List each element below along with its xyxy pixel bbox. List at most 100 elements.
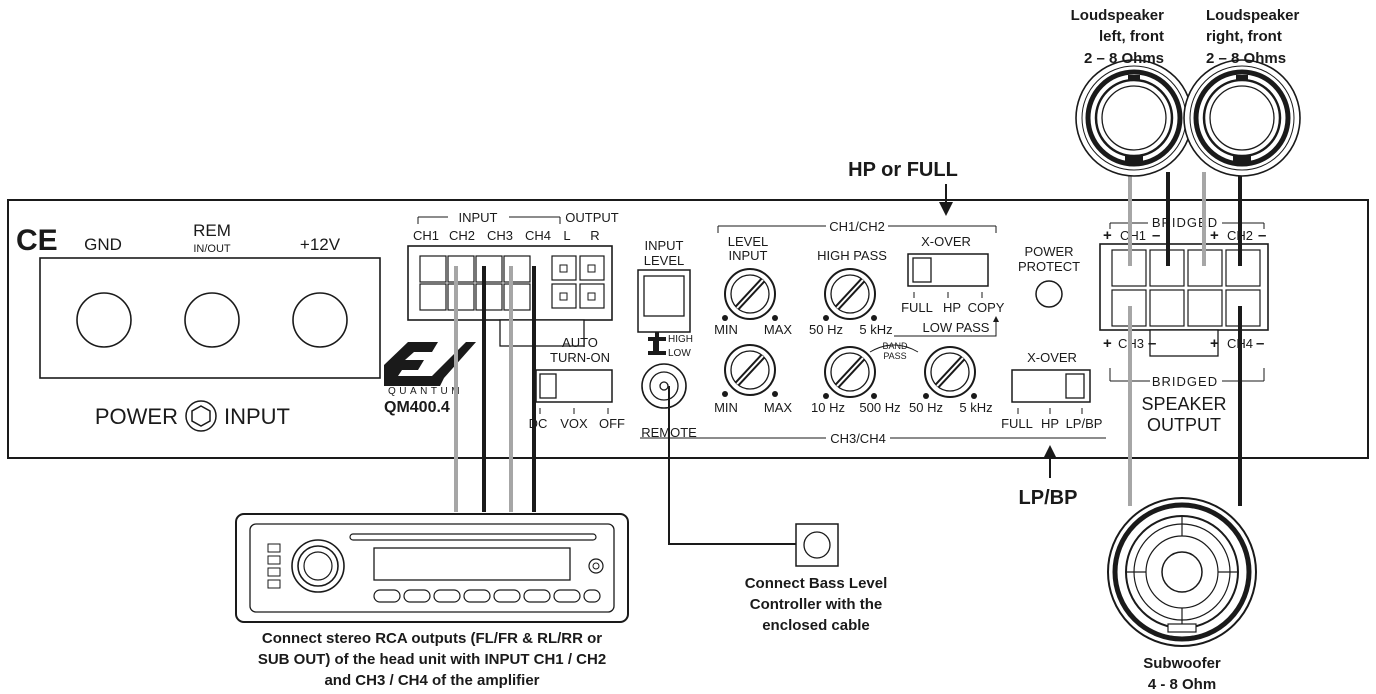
low-pass-min: 50 Hz <box>909 400 943 415</box>
speaker-output-line1: SPEAKER <box>1141 394 1226 414</box>
loudspeaker-right-caption: Loudspeaker right, front 2 – 8 Ohms <box>1206 7 1300 67</box>
gnd-label: GND <box>84 235 122 254</box>
rem-label: REM <box>193 221 231 240</box>
rem-terminal[interactable] <box>184 292 240 348</box>
spk-ch1-plus: + <box>1103 227 1112 244</box>
svg-text:left, front: left, front <box>1099 28 1164 45</box>
input-level-line2: LEVEL <box>644 253 684 268</box>
svg-text:Connect Bass Level: Connect Bass Level <box>745 575 888 592</box>
spk-ch2-plus: + <box>1210 227 1219 244</box>
spk-ch3-plus: + <box>1103 335 1112 352</box>
power-label: POWER <box>95 404 178 429</box>
subwoofer-caption: Subwoofer 4 - 8 Ohm <box>1143 655 1221 693</box>
rem-sub-label: IN/OUT <box>193 243 231 255</box>
bass-level-controller-icon <box>795 523 839 567</box>
auto-turn-on-switch[interactable] <box>535 369 613 403</box>
level-input-knob-ch34[interactable] <box>724 344 776 396</box>
svg-text:right, front: right, front <box>1206 28 1282 45</box>
logo-model: QM400.4 <box>384 399 450 416</box>
svg-text:Loudspeaker: Loudspeaker <box>1206 7 1300 24</box>
remote-cable <box>668 386 796 545</box>
level-input-knob-ch12[interactable] <box>724 268 776 320</box>
svg-text:and CH3 / CH4 of the amplifier: and CH3 / CH4 of the amplifier <box>324 672 539 689</box>
xover-ch34-switch[interactable] <box>1011 369 1091 403</box>
plus12v-terminal[interactable] <box>292 292 348 348</box>
high-level-icon <box>648 332 666 341</box>
low-pass-max: 5 kHz <box>959 400 992 415</box>
lp-bp-callout: LP/BP <box>1019 487 1078 509</box>
high-pass-knob[interactable] <box>824 268 876 320</box>
plus12v-label: +12V <box>300 235 341 254</box>
turn-on-label: TURN-ON <box>550 350 610 365</box>
subwoofer-icon <box>1107 497 1257 647</box>
ch12-group-label: CH1/CH2 <box>829 219 885 234</box>
rca-cables <box>454 266 536 512</box>
rca-r-label: R <box>590 228 599 243</box>
auto-label: AUTO <box>562 335 598 350</box>
xover2-hp: HP <box>1041 416 1059 431</box>
esx-logo-icon <box>384 342 476 386</box>
hp-or-full-callout: HP or FULL <box>848 159 958 181</box>
low-label: LOW <box>668 348 691 359</box>
low-pass-knob[interactable] <box>924 346 976 398</box>
xover2-full: FULL <box>1001 416 1033 431</box>
auto-dc-label: DC <box>529 416 548 431</box>
rca-ch3-label: CH3 <box>487 228 513 243</box>
bridged-top-label: BRIDGED <box>1152 215 1218 230</box>
gnd-terminal[interactable] <box>76 292 132 348</box>
rca-ch4-label: CH4 <box>525 228 551 243</box>
input-level-line1: INPUT <box>645 238 684 253</box>
xover1-full: FULL <box>901 300 933 315</box>
power-protect-line1: POWER <box>1024 244 1073 259</box>
copy-bracket <box>894 320 997 337</box>
rca-ch2-label: CH2 <box>449 228 475 243</box>
high-pass-min: 50 Hz <box>809 322 843 337</box>
xover1-hp: HP <box>943 300 961 315</box>
level-input2-min: MIN <box>714 400 738 415</box>
level-input-max: MAX <box>764 322 793 337</box>
remote-jack[interactable] <box>641 363 687 409</box>
bass-controller-caption: Connect Bass Level Controller with the e… <box>745 575 888 634</box>
xover1-copy: COPY <box>968 300 1005 315</box>
xover2-label: X-OVER <box>1027 350 1077 365</box>
rca-input-label: INPUT <box>459 210 498 225</box>
svg-text:2 – 8 Ohms: 2 – 8 Ohms <box>1206 50 1286 67</box>
logo-brand: QUANTUM <box>388 386 463 397</box>
high-pass-label: HIGH PASS <box>817 248 887 263</box>
band-pass-min: 10 Hz <box>811 400 845 415</box>
xover-ch12-switch[interactable] <box>907 253 989 287</box>
auto-off-label: OFF <box>599 416 625 431</box>
low-level-icon <box>648 341 666 355</box>
svg-text:enclosed cable: enclosed cable <box>762 617 870 634</box>
arrow-up-icon <box>1043 445 1057 478</box>
input-level-switch[interactable] <box>637 269 691 333</box>
band-pass-knob[interactable] <box>824 346 876 398</box>
head-unit-icon <box>235 513 629 623</box>
high-label: HIGH <box>668 334 693 345</box>
rca-output-label: OUTPUT <box>565 210 619 225</box>
power-protect-line2: PROTECT <box>1018 259 1080 274</box>
loudspeaker-left-caption: Loudspeaker left, front 2 – 8 Ohms <box>1071 7 1165 67</box>
svg-text:Controller with the: Controller with the <box>750 596 883 613</box>
xover2-lpbp: LP/BP <box>1066 416 1103 431</box>
speaker-output-line2: OUTPUT <box>1147 415 1221 435</box>
svg-text:Connect stereo RCA outputs (FL: Connect stereo RCA outputs (FL/FR & RL/R… <box>262 630 602 647</box>
level-input2-max: MAX <box>764 400 793 415</box>
level-input-line2: INPUT <box>729 248 768 263</box>
speaker-cables <box>1128 172 1242 506</box>
spk-ch1-label: CH1 <box>1120 228 1146 243</box>
loudspeaker-right-icon <box>1183 59 1301 177</box>
band-pass-line1: BAND <box>882 341 908 351</box>
power-protect-led <box>1035 280 1063 308</box>
spk-ch4-plus: + <box>1210 335 1219 352</box>
bridged-bottom-label: BRIDGED <box>1152 374 1218 389</box>
ce-mark: CE <box>16 224 58 257</box>
svg-text:2 – 8 Ohms: 2 – 8 Ohms <box>1084 50 1164 67</box>
spk-ch3-minus: – <box>1148 335 1156 352</box>
band-pass-max: 500 Hz <box>859 400 900 415</box>
arrow-down-icon <box>939 184 953 216</box>
svg-text:Subwoofer: Subwoofer <box>1143 655 1221 672</box>
band-pass-line2: PASS <box>883 351 906 361</box>
xover1-label: X-OVER <box>921 234 971 249</box>
